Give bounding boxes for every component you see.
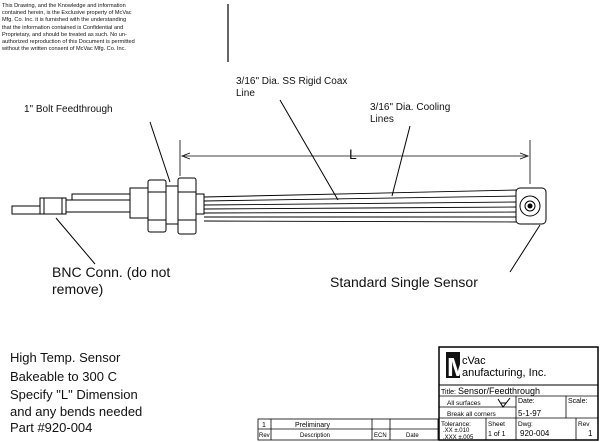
title-value: Sensor/Feedthrough: [458, 386, 540, 396]
rev-label: Rev: [578, 421, 590, 428]
note-line: High Temp. Sensor: [10, 350, 121, 365]
coax-and-cooling-lines: [203, 189, 519, 223]
header-rev: Rev: [259, 433, 270, 439]
sensor-label: Standard Single Sensor: [330, 274, 478, 290]
header-description: Description: [300, 433, 330, 439]
dimension-l: [179, 140, 531, 184]
bnc-connector: [11, 193, 131, 215]
company-line1: cVac: [462, 355, 486, 367]
bolt-feedthrough-label: 1" Bolt Feedthrough: [24, 104, 113, 115]
cooling-lines-label: 3/16" Dia. Cooling Lines: [370, 102, 450, 126]
header-date: Date: [406, 433, 419, 439]
coax-line-label-2: Line: [236, 88, 255, 99]
cooling-lines-label-1: 3/16" Dia. Cooling: [370, 102, 451, 113]
note-line: Part #920-004: [10, 420, 93, 435]
notice-line: Mfg. Co. Inc. it is furnished with the u…: [2, 17, 127, 24]
note-line: Specify "L" Dimension: [10, 387, 138, 402]
title-label: Title:: [441, 389, 456, 396]
title-block: [438, 346, 599, 441]
date-value: 5-1-97: [518, 409, 542, 418]
tolerance-label: Tolerance:: [441, 421, 471, 428]
notice-line: that the information contained is Confid…: [2, 24, 124, 31]
rev-number: 1: [262, 422, 266, 429]
tolerance-xx: .XX ±.010: [443, 428, 470, 434]
logo-letter: M: [447, 352, 469, 382]
bnc-label-2: remove): [52, 281, 104, 297]
bolt-feedthrough: [129, 177, 205, 235]
company-line2: anufacturing, Inc.: [462, 367, 546, 379]
note-line: and any bends needed: [10, 403, 143, 419]
sheet-value: 1 of 1: [488, 431, 506, 438]
tolerance-xxx: .XXX ±.005: [443, 435, 474, 441]
notice-line: Proprietary, and should be treated as su…: [2, 31, 127, 38]
mcvac-logo: M: [446, 352, 469, 382]
leader-lines: [55, 99, 541, 273]
dwg-label: Dwg:: [518, 421, 533, 428]
all-surfaces: All surfaces: [447, 400, 481, 407]
date-label: Date:: [518, 398, 535, 405]
confidentiality-notice: This Drawing, and the Knowledge and info…: [2, 3, 207, 53]
rev-value: 1: [588, 429, 593, 438]
cooling-lines-label-2: Lines: [370, 114, 394, 125]
revision-block: [257, 418, 439, 441]
coax-line-label: 3/16" Dia. SS Rigid Coax Line: [236, 76, 347, 100]
notice-line: authorized reproduction of this Document…: [2, 39, 135, 46]
bnc-label-1: BNC Conn. (do not: [52, 264, 171, 280]
part-notes: High Temp. Sensor Bakeable to 300 C Spec…: [10, 350, 142, 437]
sensor-head: [515, 187, 547, 225]
note-line: Bakeable to 300 C: [10, 368, 117, 384]
sheet-label: Sheet: [488, 421, 505, 428]
surface-finish-icon: [497, 397, 511, 408]
notice-line: contained herein, is the Exclusive prope…: [2, 10, 132, 17]
break-corners: Break all corners: [447, 411, 497, 418]
notice-line: This Drawing, and the Knowledge and info…: [2, 3, 126, 9]
bnc-connector-label: BNC Conn. (do not remove): [52, 264, 170, 298]
notice-line: without the written consent of McVac Mfg…: [2, 46, 126, 53]
rev-description: Preliminary: [295, 422, 331, 429]
coax-line-label-1: 3/16" Dia. SS Rigid Coax: [236, 76, 348, 87]
dimension-l-label: L: [349, 146, 357, 162]
dwg-value: 920-004: [520, 429, 550, 438]
scale-label: Scale:: [568, 398, 588, 405]
header-ecn: ECN: [374, 433, 387, 439]
